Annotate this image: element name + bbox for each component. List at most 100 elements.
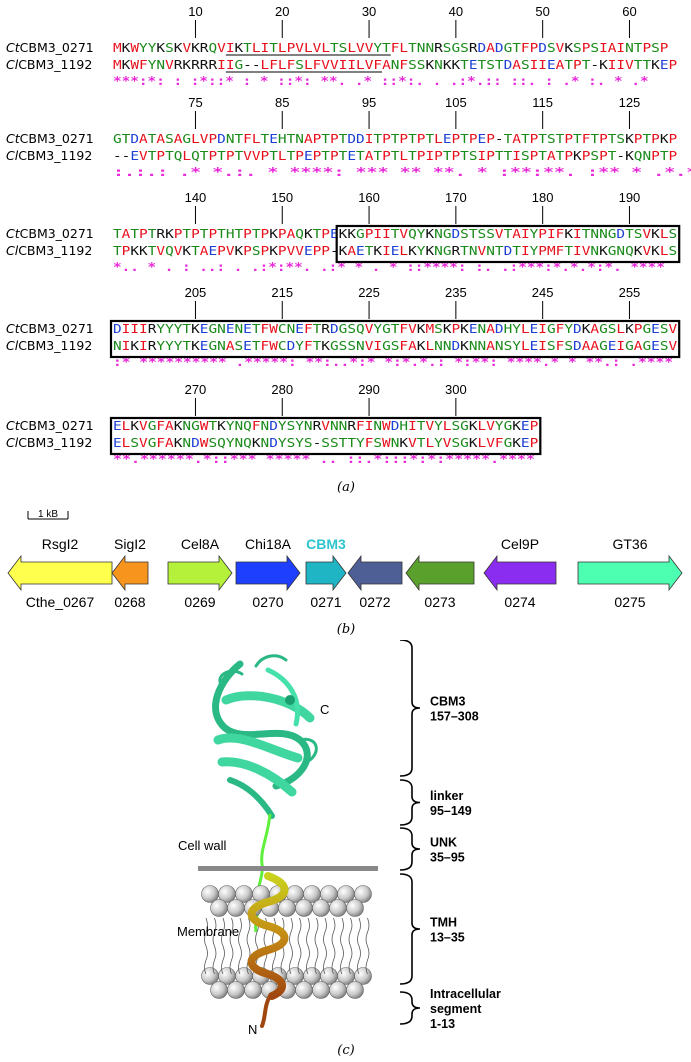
gene-id-label: 0271 <box>310 594 341 610</box>
lipid-tail <box>365 917 370 947</box>
gene-arrow <box>305 554 347 592</box>
panel-label-b: (b) <box>337 622 355 637</box>
domain-label: UNK <box>430 836 457 850</box>
position-tick-label: 85 <box>275 95 289 110</box>
sequence-label: ClCBM3_1192 <box>6 435 92 450</box>
gene-arrow <box>7 554 113 592</box>
bracket-path <box>399 640 421 777</box>
lipid-tail <box>340 917 344 947</box>
position-tick-label: 105 <box>445 95 467 110</box>
lipid-tail <box>306 945 310 975</box>
conservation-row: :.:.: .* *.:. * ****: *** ** **. * :**:*… <box>113 164 691 179</box>
bracket-path <box>399 779 421 826</box>
lipid-tail <box>331 945 336 975</box>
gene-0274: Cel9P 0274 <box>483 536 557 610</box>
lipid-tail <box>289 917 293 947</box>
gene-name-label: Cel9P <box>501 536 539 552</box>
position-tick-label: 95 <box>362 95 376 110</box>
cbm3-domain-box <box>335 224 681 264</box>
lipid-tail <box>323 945 327 975</box>
position-tick-label: 215 <box>271 285 293 300</box>
sequence-row: MKWFYNVRKRRRIIG--LFLFSLFVVIILVFANFSSKNKK… <box>113 57 678 72</box>
lipid-tail <box>229 917 234 947</box>
domain-label: TMH <box>430 916 457 930</box>
lipid-tail <box>331 917 336 947</box>
lipid-tail <box>246 917 251 947</box>
domain-label: linker <box>430 789 463 803</box>
gene-arrow <box>235 554 301 592</box>
lipid-head <box>295 981 313 999</box>
position-tick-label: 245 <box>532 285 554 300</box>
gene-id-label: 0274 <box>504 594 535 610</box>
lipid-tail <box>229 945 234 975</box>
panel-label-a: (a) <box>337 480 355 495</box>
panel-label-c: (c) <box>337 1043 354 1058</box>
position-tick-label: 115 <box>532 95 553 110</box>
gene-id-label: Cthe_0267 <box>26 594 95 610</box>
sequence-row: NIKIRYYYTKEGNASETFWCDYFTKGSSNVIGSFAKLNND… <box>113 338 678 353</box>
cbm3-domain-box <box>109 416 542 456</box>
gene-name-label: GT36 <box>612 536 647 552</box>
lipid-tail <box>289 945 293 975</box>
position-tick-label: 190 <box>619 190 641 205</box>
sequence-row: ELKVGFAKNGWTKYNQFNDYSYNRVNNRFINWDHITVYLS… <box>113 418 539 433</box>
lipid-head <box>312 981 330 999</box>
gene-arrow <box>405 554 475 592</box>
position-tick-label: 180 <box>532 190 554 205</box>
lipid-tail <box>221 917 225 947</box>
lipid-tail <box>204 945 208 975</box>
gene-id-label: 0269 <box>184 594 215 610</box>
gene-arrow <box>483 554 557 592</box>
lipid-tail <box>314 917 319 947</box>
position-tick-label: 235 <box>445 285 467 300</box>
gene-id-label: 0272 <box>359 594 390 610</box>
position-tick-label: 160 <box>358 190 380 205</box>
lipid-head <box>278 899 296 917</box>
lipid-tail <box>348 917 353 947</box>
gene-name-label: RsgI2 <box>42 536 79 552</box>
gene-name-label: Cel8A <box>181 536 220 552</box>
position-tick-label: 20 <box>275 4 289 19</box>
gene-id-label: 0270 <box>252 594 283 610</box>
bracket-path <box>399 873 421 985</box>
lipid-tail <box>297 945 302 975</box>
gene-name-label: SigI2 <box>114 536 146 552</box>
sequence-label: CtCBM3_0271 <box>6 418 94 433</box>
sequence-label: ClCBM3_1192 <box>6 243 92 258</box>
lipid-tail <box>204 917 208 947</box>
lipid-tail <box>297 917 302 947</box>
lipid-tail <box>340 945 344 975</box>
position-tick-label: 205 <box>185 285 207 300</box>
lipid-head <box>295 899 313 917</box>
lipid-tail <box>212 917 217 947</box>
lipid-tail <box>323 917 327 947</box>
lipid-head <box>312 899 330 917</box>
domain-label: 1-13 <box>430 1017 455 1031</box>
position-tick-label: 140 <box>185 190 207 205</box>
lipid-head <box>210 981 228 999</box>
position-tick-label: 125 <box>619 95 641 110</box>
cbm3-ribbon-structure <box>212 654 318 819</box>
sequence-label: ClCBM3_1192 <box>6 148 92 163</box>
lipid-tail <box>357 917 361 947</box>
position-tick-label: 40 <box>449 4 463 19</box>
lipid-tail <box>212 945 217 975</box>
sequence-row: ELSVGFAKNDWSQYNQKNDYSYS-SSTTYFSWNKVTLYVS… <box>113 435 539 450</box>
n-terminus-label: N <box>248 1022 257 1037</box>
sequence-label: CtCBM3_0271 <box>6 226 94 241</box>
linker-chain <box>254 813 272 933</box>
lipid-head <box>210 899 228 917</box>
sequence-row: TATPTRKPTPTPTHTPTPKPAQKTPEKKGPIITVQYKNGD… <box>113 226 677 241</box>
sequence-label: ClCBM3_1192 <box>6 57 92 72</box>
lipid-tail <box>238 945 242 975</box>
